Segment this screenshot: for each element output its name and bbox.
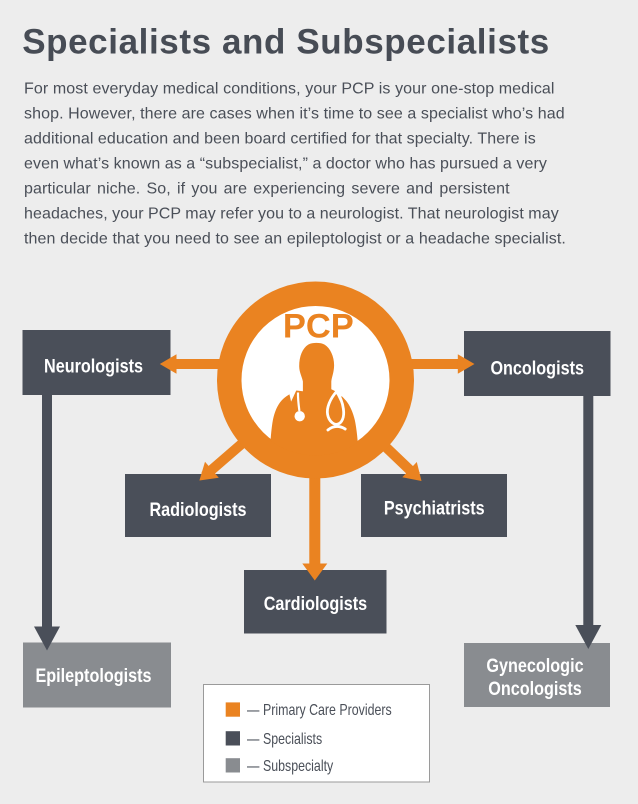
svg-text:particular niche. So, if you a: particular niche. So, if you are experie… <box>24 181 510 198</box>
svg-text:Psychiatrists: Psychiatrists <box>384 497 485 519</box>
svg-text:Epileptologists: Epileptologists <box>35 665 151 687</box>
svg-text:headaches, your PCP may refer: headaches, your PCP may refer you to a n… <box>24 206 559 223</box>
svg-text:Specialists and Subspecialists: Specialists and Subspecialists <box>22 23 550 62</box>
svg-text:Primary Care Providers: Primary Care Providers <box>263 701 392 719</box>
svg-text:For most everyday medical cond: For most everyday medical conditions, yo… <box>24 81 555 98</box>
svg-text:Radiologists: Radiologists <box>149 499 246 521</box>
svg-text:PCP: PCP <box>283 307 354 345</box>
svg-text:—: — <box>247 757 260 775</box>
svg-text:Specialists: Specialists <box>263 730 322 748</box>
svg-text:Cardiologists: Cardiologists <box>264 593 368 615</box>
svg-text:then decide that you need to s: then decide that you need to see an epil… <box>24 231 566 248</box>
svg-text:Neurologists: Neurologists <box>44 355 143 377</box>
svg-text:additional education and been: additional education and been board cert… <box>24 131 536 148</box>
svg-text:—: — <box>247 730 260 748</box>
svg-text:Gynecologic: Gynecologic <box>486 655 583 677</box>
svg-text:Oncologists: Oncologists <box>488 678 582 700</box>
svg-text:Oncologists: Oncologists <box>490 357 584 379</box>
svg-text:—: — <box>247 701 260 719</box>
svg-text:Subspecialty: Subspecialty <box>263 757 333 775</box>
svg-text:shop. However, there are cases: shop. However, there are cases when it’s… <box>24 106 565 123</box>
svg-text:even what’s known as a “subspe: even what’s known as a “subspecialist,” … <box>24 156 547 173</box>
